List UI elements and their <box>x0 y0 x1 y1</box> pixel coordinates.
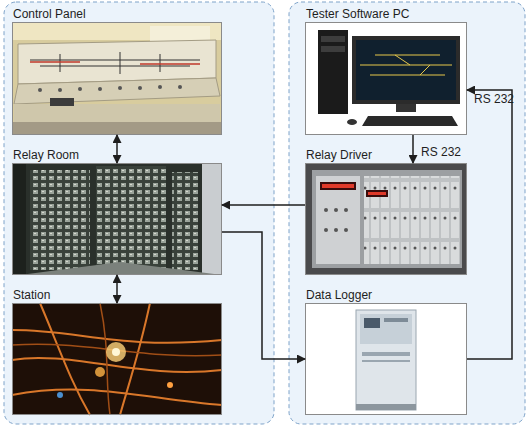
tester-pc-box: Tester Software PC <box>305 22 467 135</box>
relay-room-box: Relay Room <box>12 163 222 275</box>
connector-arrow <box>222 232 305 359</box>
node-heading: Station <box>13 288 50 302</box>
connector-arrow <box>222 204 305 206</box>
connector-arrow <box>412 135 414 163</box>
connector-arrow <box>467 90 512 359</box>
connector-label: RS 232 <box>421 145 461 159</box>
connector-label: RS 232 <box>474 92 514 106</box>
control-panel-photo <box>12 22 222 135</box>
station-photo <box>12 303 222 415</box>
data-logger-box: Data Logger <box>305 303 467 415</box>
node-heading: Tester Software PC <box>306 7 409 21</box>
relay-driver-photo <box>305 163 467 275</box>
data-logger-photo <box>305 303 467 415</box>
connector-arrow <box>116 135 118 163</box>
control-panel-box: Control Panel <box>12 22 222 135</box>
tester-pc-photo <box>305 22 467 135</box>
right-panel <box>289 2 525 424</box>
node-heading: Control Panel <box>13 7 86 21</box>
relay-room-photo <box>12 163 222 275</box>
station-box: Station <box>12 303 222 415</box>
node-heading: Relay Room <box>13 148 79 162</box>
node-heading: Relay Driver <box>306 148 372 162</box>
node-heading: Data Logger <box>306 288 372 302</box>
left-panel <box>4 2 274 424</box>
relay-driver-box: Relay Driver <box>305 163 467 275</box>
connector-arrow <box>116 275 118 303</box>
